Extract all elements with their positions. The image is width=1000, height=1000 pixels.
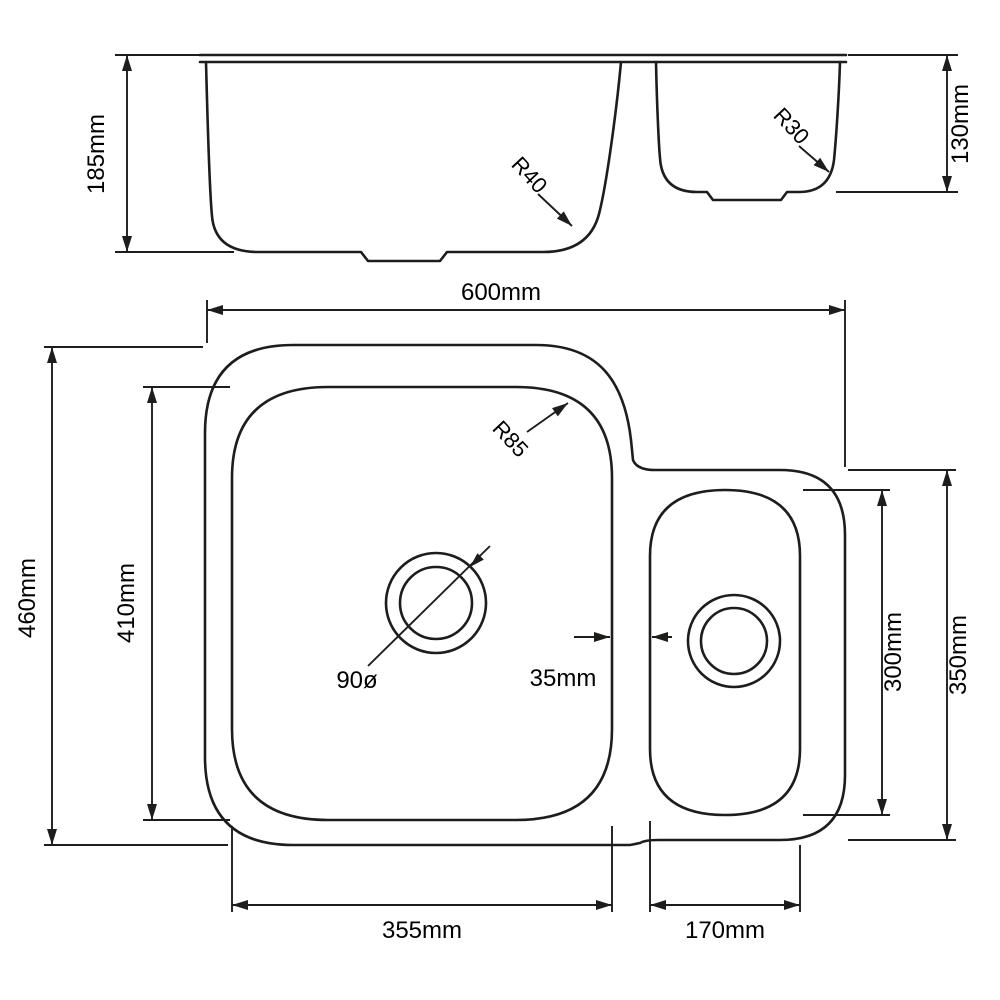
- plan-view: 90ø R85 35mm 600mm 460mm 410mm: [14, 279, 972, 944]
- dim-overall-width: 600mm: [461, 279, 541, 306]
- dim-large-bowl-inner-depth: 410mm: [113, 563, 140, 643]
- small-bowl-inner-outline: [648, 488, 802, 817]
- large-bowl-radius-callout: R40: [507, 152, 573, 227]
- dim-small-bowl-outer-depth: 350mm: [945, 615, 972, 695]
- dim-divider-width: 35mm: [530, 665, 597, 692]
- label-radius-r30: R30: [769, 103, 815, 150]
- overall-width-dimension: 600mm: [206, 279, 846, 467]
- large-bowl-drain: [384, 551, 488, 655]
- side-elevation-view: 185mm 130mm R40 R30: [83, 53, 974, 263]
- dim-large-bowl-depth: 185mm: [83, 114, 110, 194]
- small-bowl-drain: [686, 593, 782, 689]
- dim-small-bowl-inner-depth: 300mm: [880, 612, 907, 692]
- label-drain-diameter: 90ø: [336, 667, 378, 694]
- divider-width-dimension: 35mm: [530, 632, 672, 692]
- dim-large-bowl-inner-width: 355mm: [382, 917, 462, 944]
- small-bowl-inner-width-dimension: 170mm: [649, 821, 801, 944]
- label-radius-r85: R85: [488, 416, 534, 463]
- label-radius-r40: R40: [507, 152, 553, 199]
- dim-overall-depth: 460mm: [14, 558, 41, 638]
- small-bowl-inner-depth-dimension: 300mm: [803, 489, 907, 816]
- dim-small-bowl-depth: 130mm: [947, 84, 974, 164]
- small-bowl-radius-callout: R30: [769, 103, 830, 173]
- large-bowl-profile: [204, 60, 623, 263]
- overall-depth-dimension: 460mm: [14, 346, 228, 846]
- large-bowl-inner-depth-dimension: 410mm: [113, 386, 230, 821]
- dim-small-bowl-inner-width: 170mm: [685, 917, 765, 944]
- large-bowl-depth-dimension: 185mm: [83, 54, 234, 253]
- small-bowl-outer-depth-dimension: 350mm: [848, 469, 972, 841]
- bowl-corner-radius-callout: R85: [488, 402, 569, 463]
- small-bowl-profile: [654, 60, 842, 202]
- sink-outer-rim-outline: [203, 343, 847, 847]
- small-bowl-depth-dimension: 130mm: [836, 54, 974, 193]
- sink-rim-profile: [198, 53, 848, 64]
- large-bowl-inner-width-dimension: 355mm: [231, 826, 613, 944]
- large-bowl-inner-outline: [230, 385, 614, 822]
- drain-diameter-callout: 90ø: [336, 545, 491, 694]
